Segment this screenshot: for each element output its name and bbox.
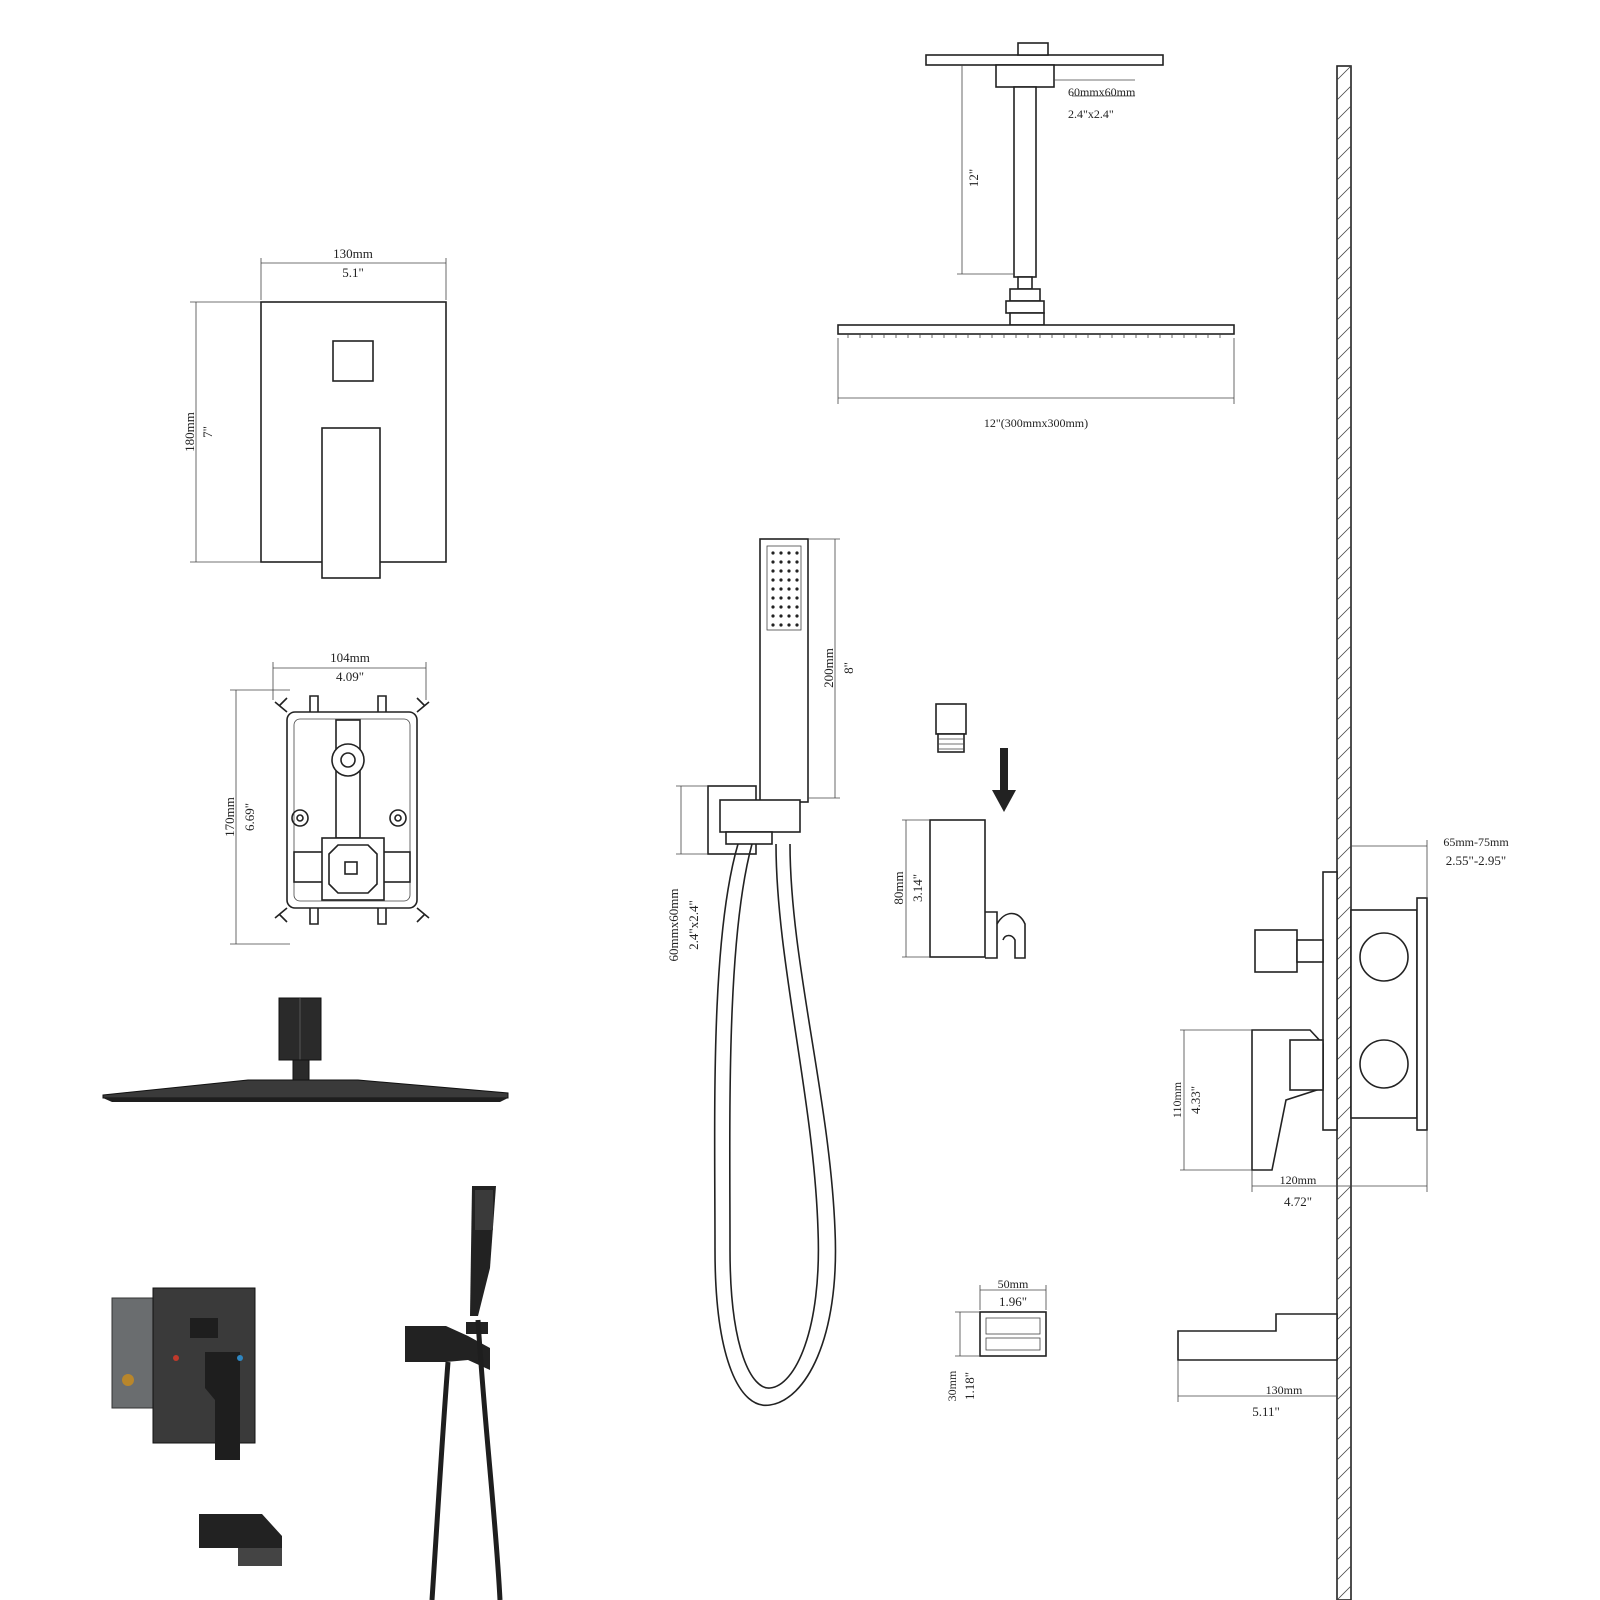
spout-front-drawing: 50mm 1.96" 30mm 1.18": [945, 1277, 1047, 1401]
trim-width-in: 5.1": [342, 265, 364, 280]
trim-height-mm: 180mm: [182, 412, 197, 452]
valve-width-mm: 104mm: [330, 650, 370, 665]
nozzle-row: [847, 334, 1221, 338]
holder-size-mm: 60mmx60mm: [666, 889, 681, 962]
rain-head-render: [102, 997, 509, 1102]
spout-height-mm: 30mm: [945, 1370, 959, 1401]
wall-section-drawing: 65mm-75mm 2.55"-2.95" 110mm 4.33" 120mm …: [1170, 65, 1509, 1600]
trim-plate-drawing: 130mm 5.1" 180mm 7": [182, 246, 447, 579]
handheld-length-mm: 200mm: [821, 648, 836, 688]
spout-width-mm: 50mm: [998, 1277, 1029, 1291]
arm-length: 12": [966, 169, 981, 187]
bracket-height-in: 3.14": [910, 874, 925, 902]
wall-depth-mm: 65mm-75mm: [1443, 835, 1509, 849]
valve-trim-render: [111, 1287, 256, 1460]
hand-shower-drawing: 200mm 8" 60mmx60mm 2.4"x2.4": [666, 538, 856, 1407]
wall-hatch: [1336, 65, 1352, 1600]
handle-height-mm: 110mm: [1170, 1081, 1184, 1118]
head-size: 12"(300mmx300mm): [984, 416, 1088, 430]
flange-size-in: 2.4"x2.4": [1068, 107, 1114, 121]
bracket-drawing: 80mm 3.14": [891, 703, 1026, 959]
trim-width-mm: 130mm: [333, 246, 373, 261]
hand-shower-spray-dots: [771, 551, 799, 627]
down-arrow-icon: [992, 748, 1016, 812]
handheld-length-in: 8": [841, 662, 856, 674]
handle-depth-in: 4.72": [1284, 1194, 1312, 1209]
handle-height-in: 4.33": [1188, 1086, 1203, 1114]
valve-body-drawing: 104mm 4.09" 170mm 6.69": [222, 650, 430, 945]
spout-length-in: 5.11": [1252, 1404, 1280, 1419]
spout-length-mm: 130mm: [1266, 1383, 1303, 1397]
bracket-height-mm: 80mm: [891, 871, 906, 904]
flange-size-mm: 60mmx60mm: [1068, 85, 1136, 99]
spout-height-in: 1.18": [962, 1372, 977, 1400]
valve-height-mm: 170mm: [222, 797, 237, 837]
trim-height-in: 7": [200, 426, 215, 438]
handle-depth-mm: 120mm: [1280, 1173, 1317, 1187]
hand-shower-render: [405, 1186, 503, 1600]
rain-head-drawing: 60mmx60mm 2.4"x2.4" 12" 12"(300mmx300mm): [837, 42, 1235, 430]
tub-spout-render: [199, 1514, 282, 1566]
valve-height-in: 6.69": [242, 803, 257, 831]
valve-width-in: 4.09": [336, 669, 364, 684]
spout-width-in: 1.96": [999, 1294, 1027, 1309]
wall-depth-in: 2.55"-2.95": [1446, 853, 1506, 868]
holder-size-in: 2.4"x2.4": [686, 900, 701, 950]
